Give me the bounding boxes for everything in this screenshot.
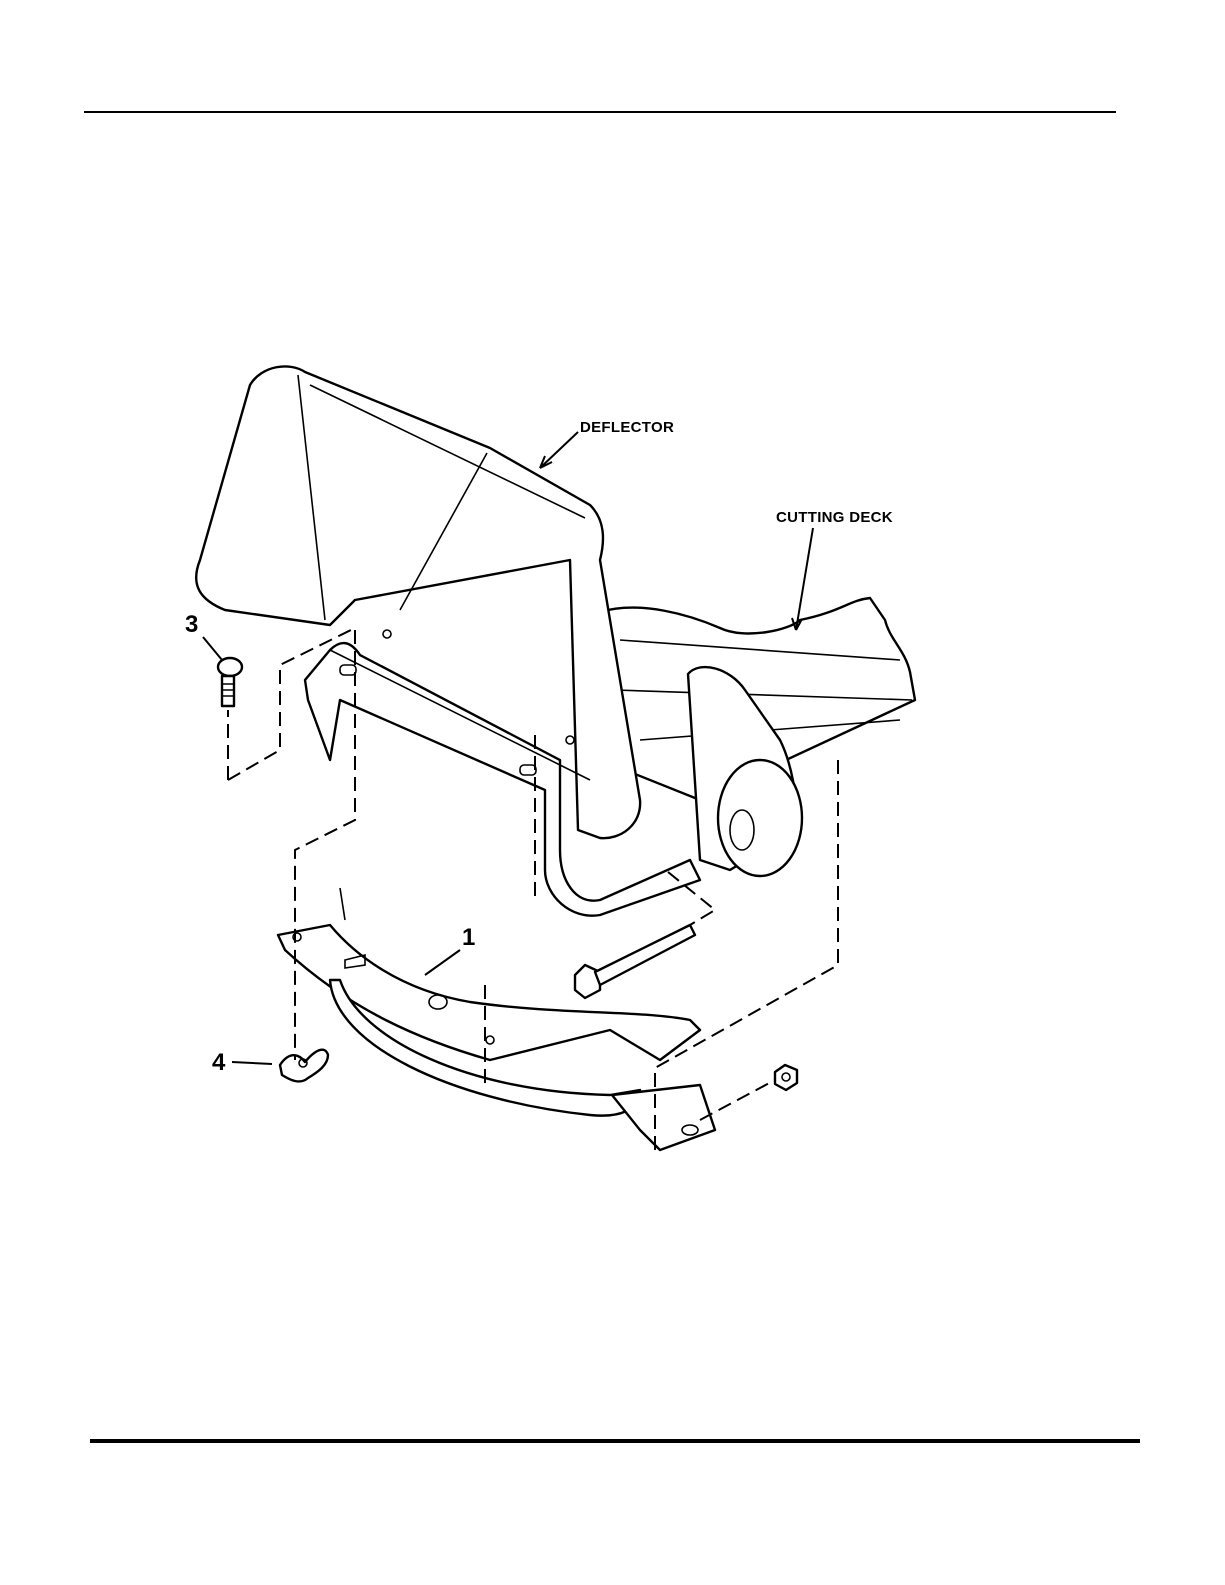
carriage-bolt-part [218,658,242,706]
cutting-deck [600,598,915,876]
deflector-leader [540,432,578,468]
cutting-deck-leader [796,528,813,630]
item-4-leader [232,1062,272,1064]
deflector-label: DEFLECTOR [580,419,674,436]
item-1-label: 1 [462,924,475,951]
item-4-label: 4 [212,1049,226,1076]
guard-bracket-part [278,888,715,1150]
hex-nut-part [775,1065,797,1090]
item-3-leader [203,637,222,660]
item-3-label: 3 [185,611,198,638]
wing-nut-part [280,1050,328,1082]
bottom-rule [90,1439,1140,1443]
item-1-leader [425,950,460,975]
long-bolt-part [575,925,695,998]
cutting-deck-label: CUTTING DECK [776,509,893,526]
